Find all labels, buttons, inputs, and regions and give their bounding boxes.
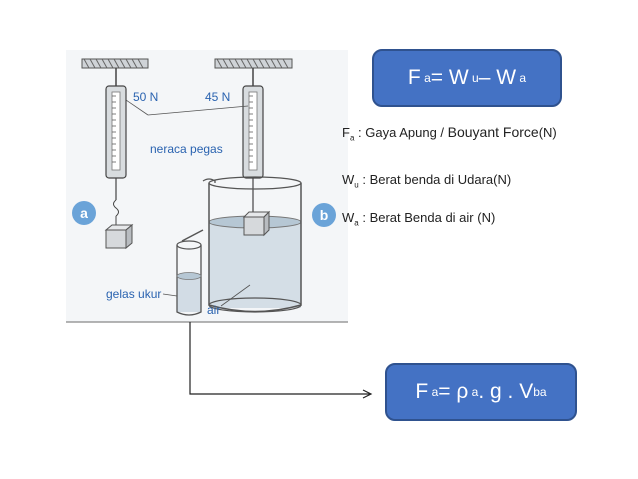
- formula2-g-v: . g . V: [478, 380, 534, 403]
- def-fa-symbol: F: [342, 125, 350, 140]
- formula-minus-wa: – W: [478, 66, 517, 89]
- block-b: [242, 210, 271, 237]
- marker-b-label: b: [320, 207, 329, 223]
- def-wu-text: : Berat benda di Udara(N): [358, 172, 512, 187]
- measuring-glass: [176, 240, 202, 316]
- water-leader: [220, 284, 251, 307]
- spring-scale-leader: [125, 99, 249, 116]
- definitions-list: Fa : Gaya Apung / Bouyant Force(N) Wu : …: [342, 124, 557, 234]
- beaker: [181, 176, 302, 313]
- formula2-v-sub: ba: [533, 385, 547, 399]
- marker-b: b: [312, 203, 336, 227]
- spring-scale-b: [242, 68, 264, 212]
- def-wu-sub: u: [354, 180, 359, 190]
- formula2-equals-rho: = ρ: [438, 380, 469, 403]
- formula-fa: F: [407, 66, 421, 89]
- def-wa-text: : Berat Benda di air (N): [358, 210, 496, 225]
- def-fa-sub: a: [349, 133, 355, 143]
- definition-wu: Wu : Berat benda di Udara(N): [342, 172, 557, 196]
- formula-wa-sub: a: [519, 71, 527, 85]
- formula-equals-wu: = W: [430, 66, 469, 89]
- connector-line: [189, 322, 370, 395]
- scale-a-reading: 50 N: [133, 90, 158, 104]
- def-fa-text: : Gaya Apung /: [354, 125, 448, 140]
- spring-scale-a: [105, 68, 127, 226]
- definition-fa: Fa : Gaya Apung / Bouyant Force(N): [342, 124, 557, 148]
- scale-b-reading: 45 N: [205, 90, 230, 104]
- def-fa-english: Bouyant Force: [447, 124, 539, 140]
- def-wa-sub: a: [354, 218, 359, 228]
- spring-scale-label: neraca pegas: [150, 142, 223, 156]
- buoyant-force-formula-box: F a = W u – W a: [372, 49, 562, 107]
- formula2-rho-sub: a: [471, 385, 479, 399]
- marker-a-label: a: [80, 205, 88, 221]
- measuring-glass-leader: [162, 293, 178, 297]
- block-a: [104, 223, 134, 250]
- formula-fa-sub: a: [424, 71, 431, 85]
- ceiling-support-b: [214, 58, 293, 69]
- def-wa-symbol: W: [342, 210, 355, 225]
- ceiling-support-a: [81, 58, 149, 69]
- formula2-fa: F: [415, 380, 429, 403]
- formula2-fa-sub: a: [431, 385, 439, 399]
- measuring-glass-label: gelas ukur: [106, 287, 161, 301]
- formula-wu-sub: u: [472, 71, 479, 85]
- connector-arrowhead: [362, 389, 373, 399]
- def-fa-unit: (N): [538, 125, 557, 140]
- def-wu-symbol: W: [342, 172, 355, 187]
- definition-wa: Wa : Berat Benda di air (N): [342, 210, 557, 234]
- marker-a: a: [72, 201, 96, 225]
- water-label: air: [207, 303, 220, 317]
